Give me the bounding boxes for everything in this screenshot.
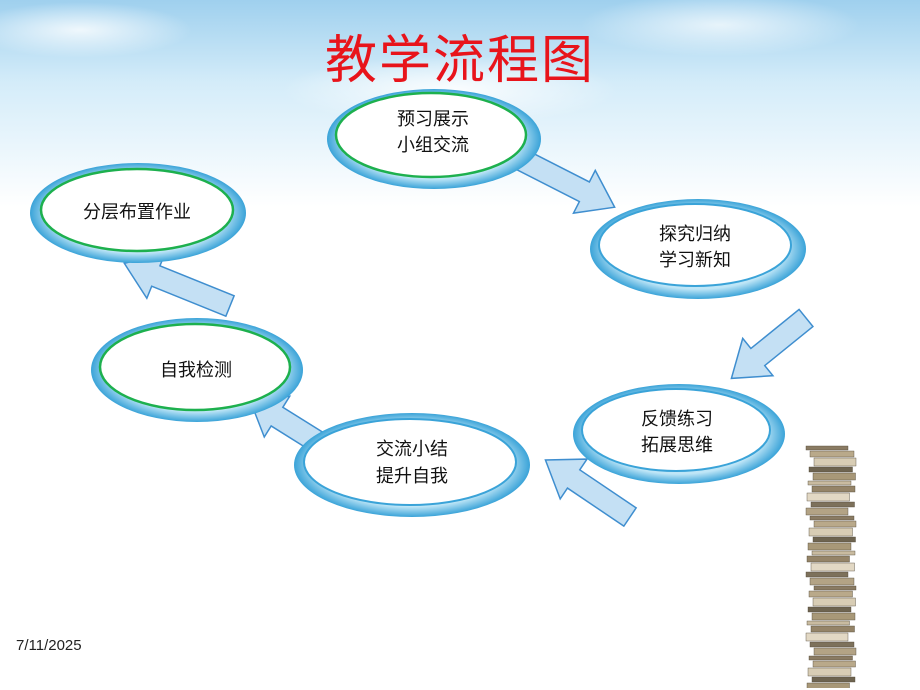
book-spine [806, 555, 850, 563]
book-spine [812, 597, 856, 607]
book-spine [813, 520, 857, 528]
flow-node-preview: 预习展示 小组交流 [327, 89, 541, 189]
slide-date: 7/11/2025 [16, 637, 82, 654]
node-selftest-label: 自我检测 [160, 360, 232, 381]
book-spine [813, 647, 857, 656]
book-spine [806, 492, 850, 502]
book-spine [812, 536, 856, 543]
node-summary-line-2: 提升自我 [376, 466, 448, 487]
flow-node-homework: 分层布置作业 [30, 163, 246, 263]
book-spine [809, 577, 855, 586]
book-spine [813, 585, 857, 591]
stack-of-books-icon [805, 445, 857, 688]
book-spine [809, 450, 855, 458]
flow-node-summary: 交流小结 提升自我 [294, 413, 530, 517]
book-spine [810, 562, 855, 572]
book-spine [806, 620, 850, 626]
flow-node-selftest: 自我检测 [91, 318, 303, 422]
book-spine [809, 515, 855, 521]
book-spine [805, 632, 849, 642]
book-spine [808, 590, 853, 598]
book-spine [808, 655, 853, 661]
slide-title: 教学流程图 [324, 31, 595, 91]
node-feedback-line-1: 反馈练习 [641, 409, 713, 430]
node-explore-line-2: 学习新知 [659, 250, 731, 271]
book-spine [806, 682, 850, 688]
book-spine [810, 501, 855, 508]
node-preview-line-1: 预习展示 [397, 109, 469, 130]
book-spine [812, 472, 856, 481]
book-spine [807, 542, 852, 551]
book-spine [808, 527, 853, 537]
book-spine [809, 641, 855, 648]
flow-arrow-2 [730, 308, 814, 380]
node-feedback-line-2: 拓展思维 [641, 435, 713, 456]
node-summary-line-1: 交流小结 [376, 439, 448, 460]
book-spine [805, 445, 849, 451]
book-spine [811, 550, 856, 556]
book-spine [805, 571, 849, 578]
node-explore-line-1: 探究归纳 [659, 224, 731, 245]
book-spine [812, 660, 856, 668]
flow-node-feedback: 反馈练习 拓展思维 [573, 384, 785, 484]
book-spine [808, 466, 853, 473]
node-preview-line-2: 小组交流 [397, 135, 469, 156]
book-spine [811, 676, 856, 683]
book-spine [811, 485, 856, 493]
flow-arrow-3 [544, 458, 638, 528]
book-spine [813, 457, 857, 467]
book-spine [807, 606, 852, 613]
node-homework-label: 分层布置作业 [83, 202, 191, 223]
book-spine [805, 507, 849, 516]
flow-node-explore: 探究归纳 学习新知 [590, 199, 806, 299]
book-spine [807, 667, 852, 677]
flow-arrow-1 [515, 149, 616, 215]
book-spine [811, 612, 856, 621]
book-spine [807, 480, 852, 486]
book-spine [810, 625, 855, 633]
